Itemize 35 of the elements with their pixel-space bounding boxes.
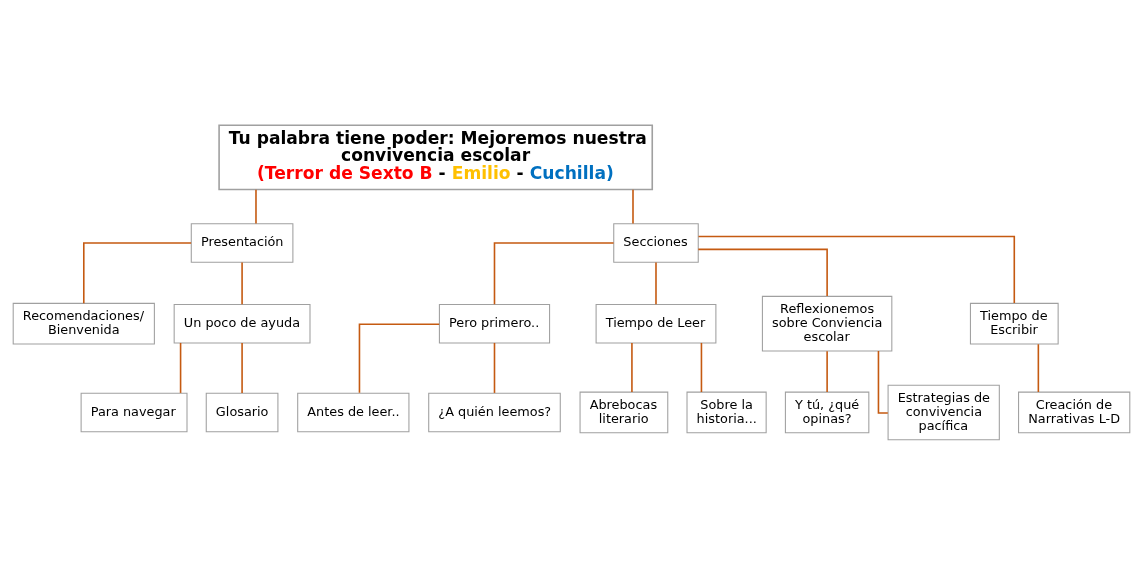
node-box: Para navegar — [80, 392, 188, 433]
connector — [255, 188, 257, 225]
connector — [241, 261, 243, 306]
node-box: Un poco de ayuda — [173, 303, 311, 344]
node-box: Tu palabra tiene poder: Mejoremos nuestra convivencia escolar (Terror de Sexto B - Emilio - Cuchilla) — [218, 124, 654, 191]
connector — [826, 350, 828, 393]
node-box: Tiempo de Escribir — [969, 302, 1059, 345]
node-box: Reflexionemos sobre Conviencia escolar — [761, 295, 893, 352]
connector — [241, 342, 243, 394]
node-box: Creación de Narrativas L-D — [1018, 391, 1131, 434]
node-box: Glosario — [205, 392, 279, 433]
connector — [697, 235, 1016, 304]
node-box: Recomendaciones/ Bienvenida — [12, 302, 155, 345]
node-box: Presentación — [190, 223, 294, 263]
node-box: Sobre la historia... — [686, 391, 767, 434]
node-box: Estrategias de convivencia pacífica — [887, 384, 1000, 441]
connector — [83, 242, 192, 305]
node-box: ¿A quién leemos? — [428, 392, 561, 433]
node-box: Antes de leer.. — [297, 392, 410, 433]
connector — [493, 242, 615, 305]
node-box: Y tú, ¿qué opinas? — [784, 391, 870, 434]
connector — [493, 342, 496, 394]
node-box: Abrebocas literario — [579, 391, 669, 434]
node-box: Pero primero.. — [438, 303, 551, 344]
connector — [1037, 343, 1040, 393]
connector — [632, 188, 634, 225]
connector — [358, 323, 440, 394]
node-box: Secciones — [613, 223, 699, 263]
connector — [697, 248, 828, 297]
connector — [179, 342, 182, 394]
node-box: Tiempo de Leer — [595, 303, 717, 344]
connector — [655, 261, 657, 306]
connector — [700, 342, 703, 393]
connector — [877, 350, 889, 414]
connector — [631, 342, 633, 393]
